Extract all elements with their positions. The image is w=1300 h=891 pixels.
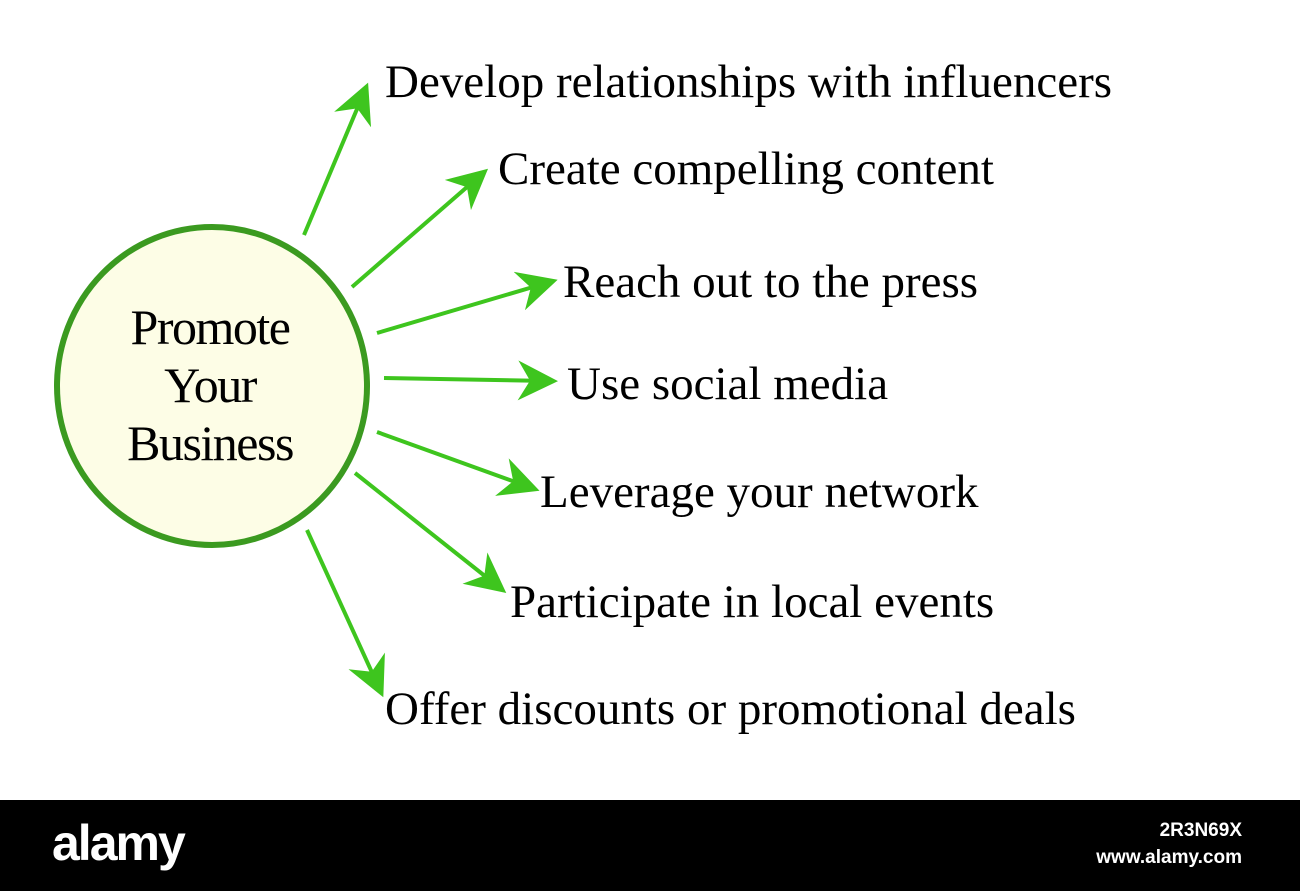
arrow-5 (376, 430, 540, 496)
image-id: 2R3N69X (1159, 820, 1242, 841)
arrow-1 (302, 82, 372, 236)
branch-label-social-media: Use social media (567, 358, 889, 410)
watermark-footer: alamy 2R3N69X www.alamy.com (0, 800, 1300, 891)
hub-label-line-3: Business (127, 415, 294, 471)
diagram: Promote Your Business Develop relationsh… (54, 56, 1113, 735)
arrow-6 (353, 471, 507, 593)
arrow-2 (350, 168, 489, 289)
branch-label-local-events: Participate in local events (510, 576, 995, 628)
arrow-4 (383, 360, 558, 401)
branch-label-influencers: Develop relationships with influencers (385, 56, 1113, 108)
alamy-logo: alamy (52, 815, 186, 871)
branch-label-press: Reach out to the press (563, 256, 979, 308)
branch-label-discounts: Offer discounts or promotional deals (385, 683, 1076, 735)
hub-label-line-2: Your (164, 357, 257, 413)
site-url: www.alamy.com (1096, 847, 1242, 868)
branch-label-content: Create compelling content (498, 143, 994, 195)
arrow-3 (376, 271, 558, 335)
hub-label-line-1: Promote (130, 299, 291, 355)
hub-label: Promote Your Business (80, 298, 340, 472)
arrow-7 (305, 529, 385, 698)
branch-label-network: Leverage your network (540, 466, 979, 518)
diagram-graphics (54, 82, 558, 698)
hub-circle (54, 224, 370, 548)
